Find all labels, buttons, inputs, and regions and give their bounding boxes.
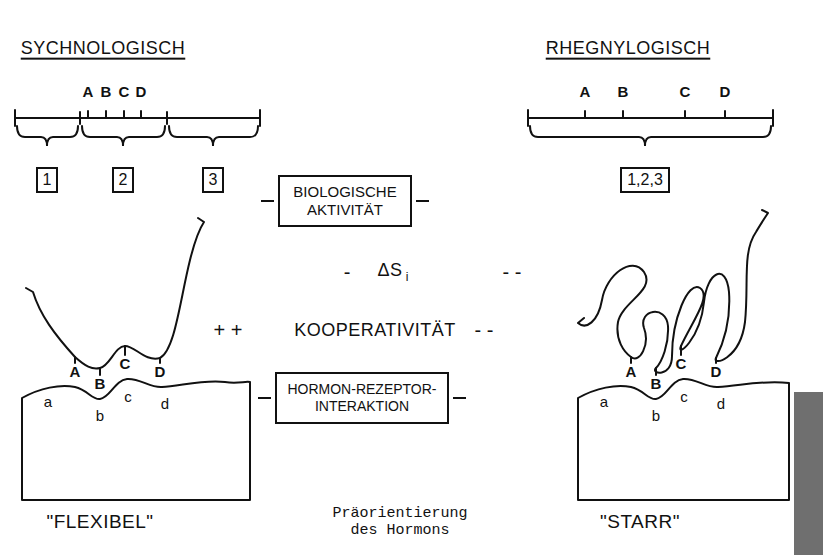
box-text: 1,2,3 [627,170,663,189]
brace [530,126,771,146]
scales [15,110,773,146]
number-box: 2 [112,167,135,192]
box-text: 2 [119,170,128,189]
receptor-site: a b c d [576,376,792,502]
hormone-chains [26,210,768,375]
property-label: KOOPERATIVITÄT [294,320,456,341]
binding-stalks [75,346,160,375]
site-letter: D [711,363,722,380]
receptor-site-letter: a [600,393,608,411]
site-letter: B [101,83,112,100]
sign-mark: + + [214,319,243,342]
number-box: 1,2,3 [620,167,670,192]
interaction-box: HORMON-REZEPTOR- INTERAKTION [275,372,449,424]
box-text: 1 [43,170,52,189]
site-letter: D [136,83,147,100]
flank-dash [453,397,466,399]
state-caption: "FLEXIBEL" [46,511,153,533]
site-letter: B [618,83,629,100]
activity-box: BIOLOGISCHE AKTIVITÄT [278,175,412,227]
box-text: HORMON-REZEPTOR- INTERAKTION [285,381,439,415]
scan-edge-bar [794,392,823,555]
site-letter: B [651,375,662,392]
receptor-site-letter: c [124,388,132,406]
state-caption: "STARR" [600,511,680,533]
entropy-symbol: ΔS [377,260,402,281]
site-letter: C [120,355,131,372]
box-text: BIOLOGISCHE AKTIVITÄT [289,183,401,219]
site-letter: C [119,83,130,100]
flank-dash [416,200,429,202]
sign-mark: - - [475,319,494,342]
flank-dash [261,200,274,202]
brace [169,126,258,146]
flank-dash [258,397,271,399]
box-text: 3 [209,170,218,189]
site-letter: A [83,83,94,100]
receptor-site: a b c d [20,376,252,502]
left-scale [15,110,260,126]
site-letter: A [580,83,591,100]
site-letter: B [95,375,106,392]
receptor-surface [578,379,789,500]
receptor-site-letter: b [96,407,104,425]
right-scale [528,110,773,126]
brace [17,126,78,146]
note-text: Präorientierung des Hormons [325,505,475,540]
sign-mark: - - [503,261,522,284]
site-letter: A [626,363,637,380]
flexible-hormone-chain [26,218,204,369]
column-heading: RHEGNYLOGISCH [546,38,711,59]
receptor-site-letter: d [161,395,169,413]
site-letter: C [676,355,687,372]
receptor-site-letter: a [44,393,52,411]
receptor-site-letter: b [652,407,660,425]
binding-stalks [631,346,716,375]
site-letter: D [720,83,731,100]
entropy-subscript: i [406,271,409,285]
rigid-hormone-chain [578,210,768,373]
number-box: 3 [202,167,225,192]
column-heading: SYCHNOLOGISCH [21,38,186,59]
receptor-site-letter: c [680,388,688,406]
site-letter: C [680,83,691,100]
receptor-site-letter: d [717,395,725,413]
site-letter: D [155,363,166,380]
receptor-outline [20,376,252,502]
number-box: 1 [36,167,59,192]
site-letter: A [70,363,81,380]
receptor-surface [22,379,250,500]
brace [82,126,165,146]
sign-mark: - [344,261,351,284]
